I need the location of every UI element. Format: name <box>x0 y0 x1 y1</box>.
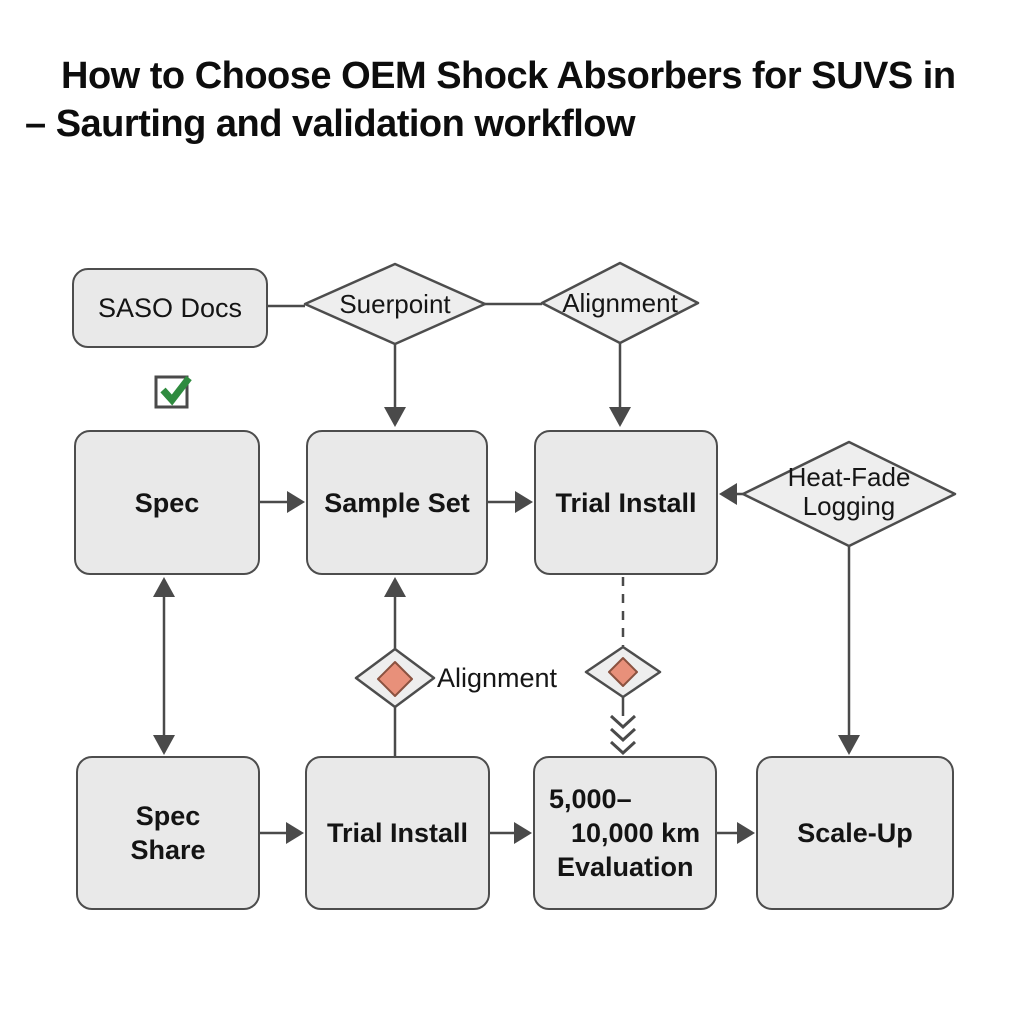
arrowhead-into-trialinstall-top <box>609 407 631 427</box>
node-trial-install-mid: Trial Install <box>534 430 718 575</box>
node-trial-install-mid-label: Trial Install <box>555 487 697 518</box>
arrowhead-into-scaleup-top <box>838 735 860 755</box>
node-sample-set: Sample Set <box>306 430 488 575</box>
node-sample-set-label: Sample Set <box>324 487 470 518</box>
node-trial-install-bottom-label: Trial Install <box>326 818 469 848</box>
arrowhead-into-sampleset-left <box>287 491 305 513</box>
diamond-suerpoint-label: Suerpoint <box>339 289 451 319</box>
arrowhead-into-sampleset-bottom <box>384 577 406 597</box>
arrowhead-into-trialinstall-left <box>515 491 533 513</box>
node-trial-install-bottom: Trial Install <box>305 756 490 910</box>
arrowheads <box>153 407 860 844</box>
node-evaluation-line3: Evaluation <box>557 852 694 882</box>
diamond-heat-fade-line2: Logging <box>802 491 896 521</box>
page-title-line2: – Saurting and validation workflow <box>25 103 636 145</box>
arrowhead-into-scaleup-left <box>737 822 755 844</box>
edge-label-alignment: Alignment <box>437 663 558 693</box>
diamond-suerpoint <box>303 262 487 346</box>
double-chevron-down-icon <box>609 714 637 756</box>
arrowhead-into-evaluation-left <box>514 822 532 844</box>
node-spec: Spec <box>74 430 260 575</box>
page-title: How to Choose OEM Shock Absorbers for SU… <box>25 52 1020 148</box>
page-title-line1: How to Choose OEM Shock Absorbers for SU… <box>61 55 956 97</box>
diamond-alignment-top-label: Alignment <box>562 288 678 318</box>
node-spec-share-line1: Spec <box>135 801 201 831</box>
arrowhead-into-trialinstall-bottom-left <box>286 822 304 844</box>
diamond-heat-fade <box>741 440 957 548</box>
arrowhead-into-trialinstall-right <box>719 483 737 505</box>
diamond-heat-fade-line1: Heat-Fade <box>787 462 911 492</box>
arrowhead-into-spec-bottom <box>153 577 175 597</box>
alignment-gate-marker-icon <box>377 661 413 697</box>
node-evaluation-line1: 5,000– <box>549 784 632 814</box>
node-evaluation: 5,000– 10,000 km Evaluation <box>533 756 717 910</box>
node-spec-share-line2: Share <box>130 835 206 865</box>
gate-2-marker-icon <box>608 657 638 687</box>
node-saso-docs: SASO Docs <box>72 268 268 348</box>
node-saso-docs-label: SASO Docs <box>97 293 243 323</box>
diamond-alignment-top <box>540 261 700 345</box>
arrowhead-into-sampleset-top <box>384 407 406 427</box>
node-evaluation-line2: 10,000 km <box>571 818 701 848</box>
node-scale-up: Scale-Up <box>756 756 954 910</box>
diamond-heat-fade-label: Heat-Fade Logging <box>749 463 949 521</box>
node-spec-label: Spec <box>134 487 200 518</box>
arrowhead-into-specshare-top <box>153 735 175 755</box>
node-spec-share: Spec Share <box>76 756 260 910</box>
node-scale-up-label: Scale-Up <box>797 818 913 848</box>
checked-checkbox-icon <box>154 375 192 409</box>
